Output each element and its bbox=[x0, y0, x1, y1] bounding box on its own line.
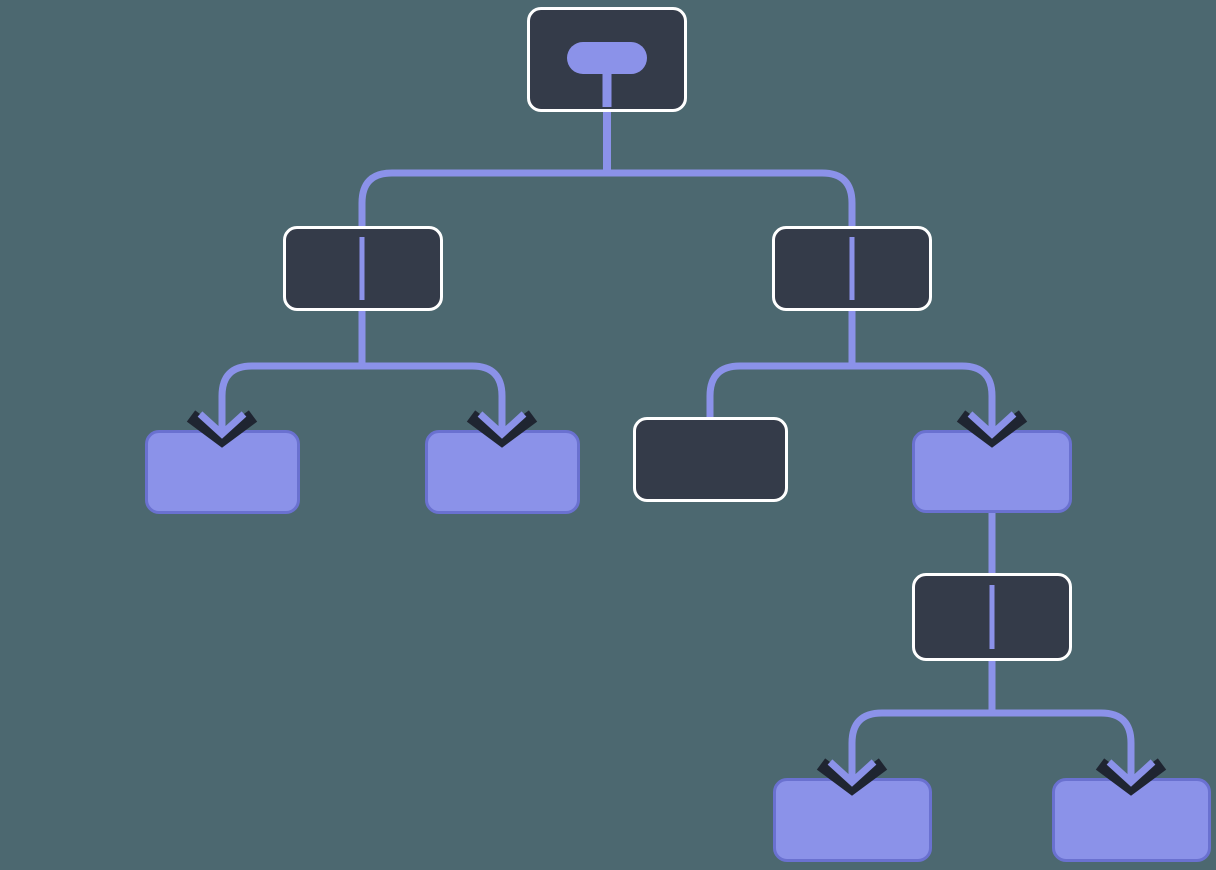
node-leaf-3[interactable] bbox=[912, 430, 1072, 513]
edge-left-split bbox=[218, 362, 506, 430]
node-leaf-4[interactable] bbox=[773, 778, 932, 862]
node-leaf-2[interactable] bbox=[425, 430, 580, 514]
edge-right-split bbox=[706, 362, 996, 430]
node-branch-right[interactable] bbox=[772, 226, 932, 311]
node-root[interactable] bbox=[527, 7, 687, 112]
node-leaf-5[interactable] bbox=[1052, 778, 1211, 862]
node-branch-left[interactable] bbox=[283, 226, 443, 311]
edge-level1 bbox=[358, 169, 856, 232]
node-leaf-1[interactable] bbox=[145, 430, 300, 514]
edge-lower-split bbox=[848, 709, 1135, 778]
node-dark-leaf[interactable] bbox=[633, 417, 788, 502]
node-branch-lower[interactable] bbox=[912, 573, 1072, 661]
